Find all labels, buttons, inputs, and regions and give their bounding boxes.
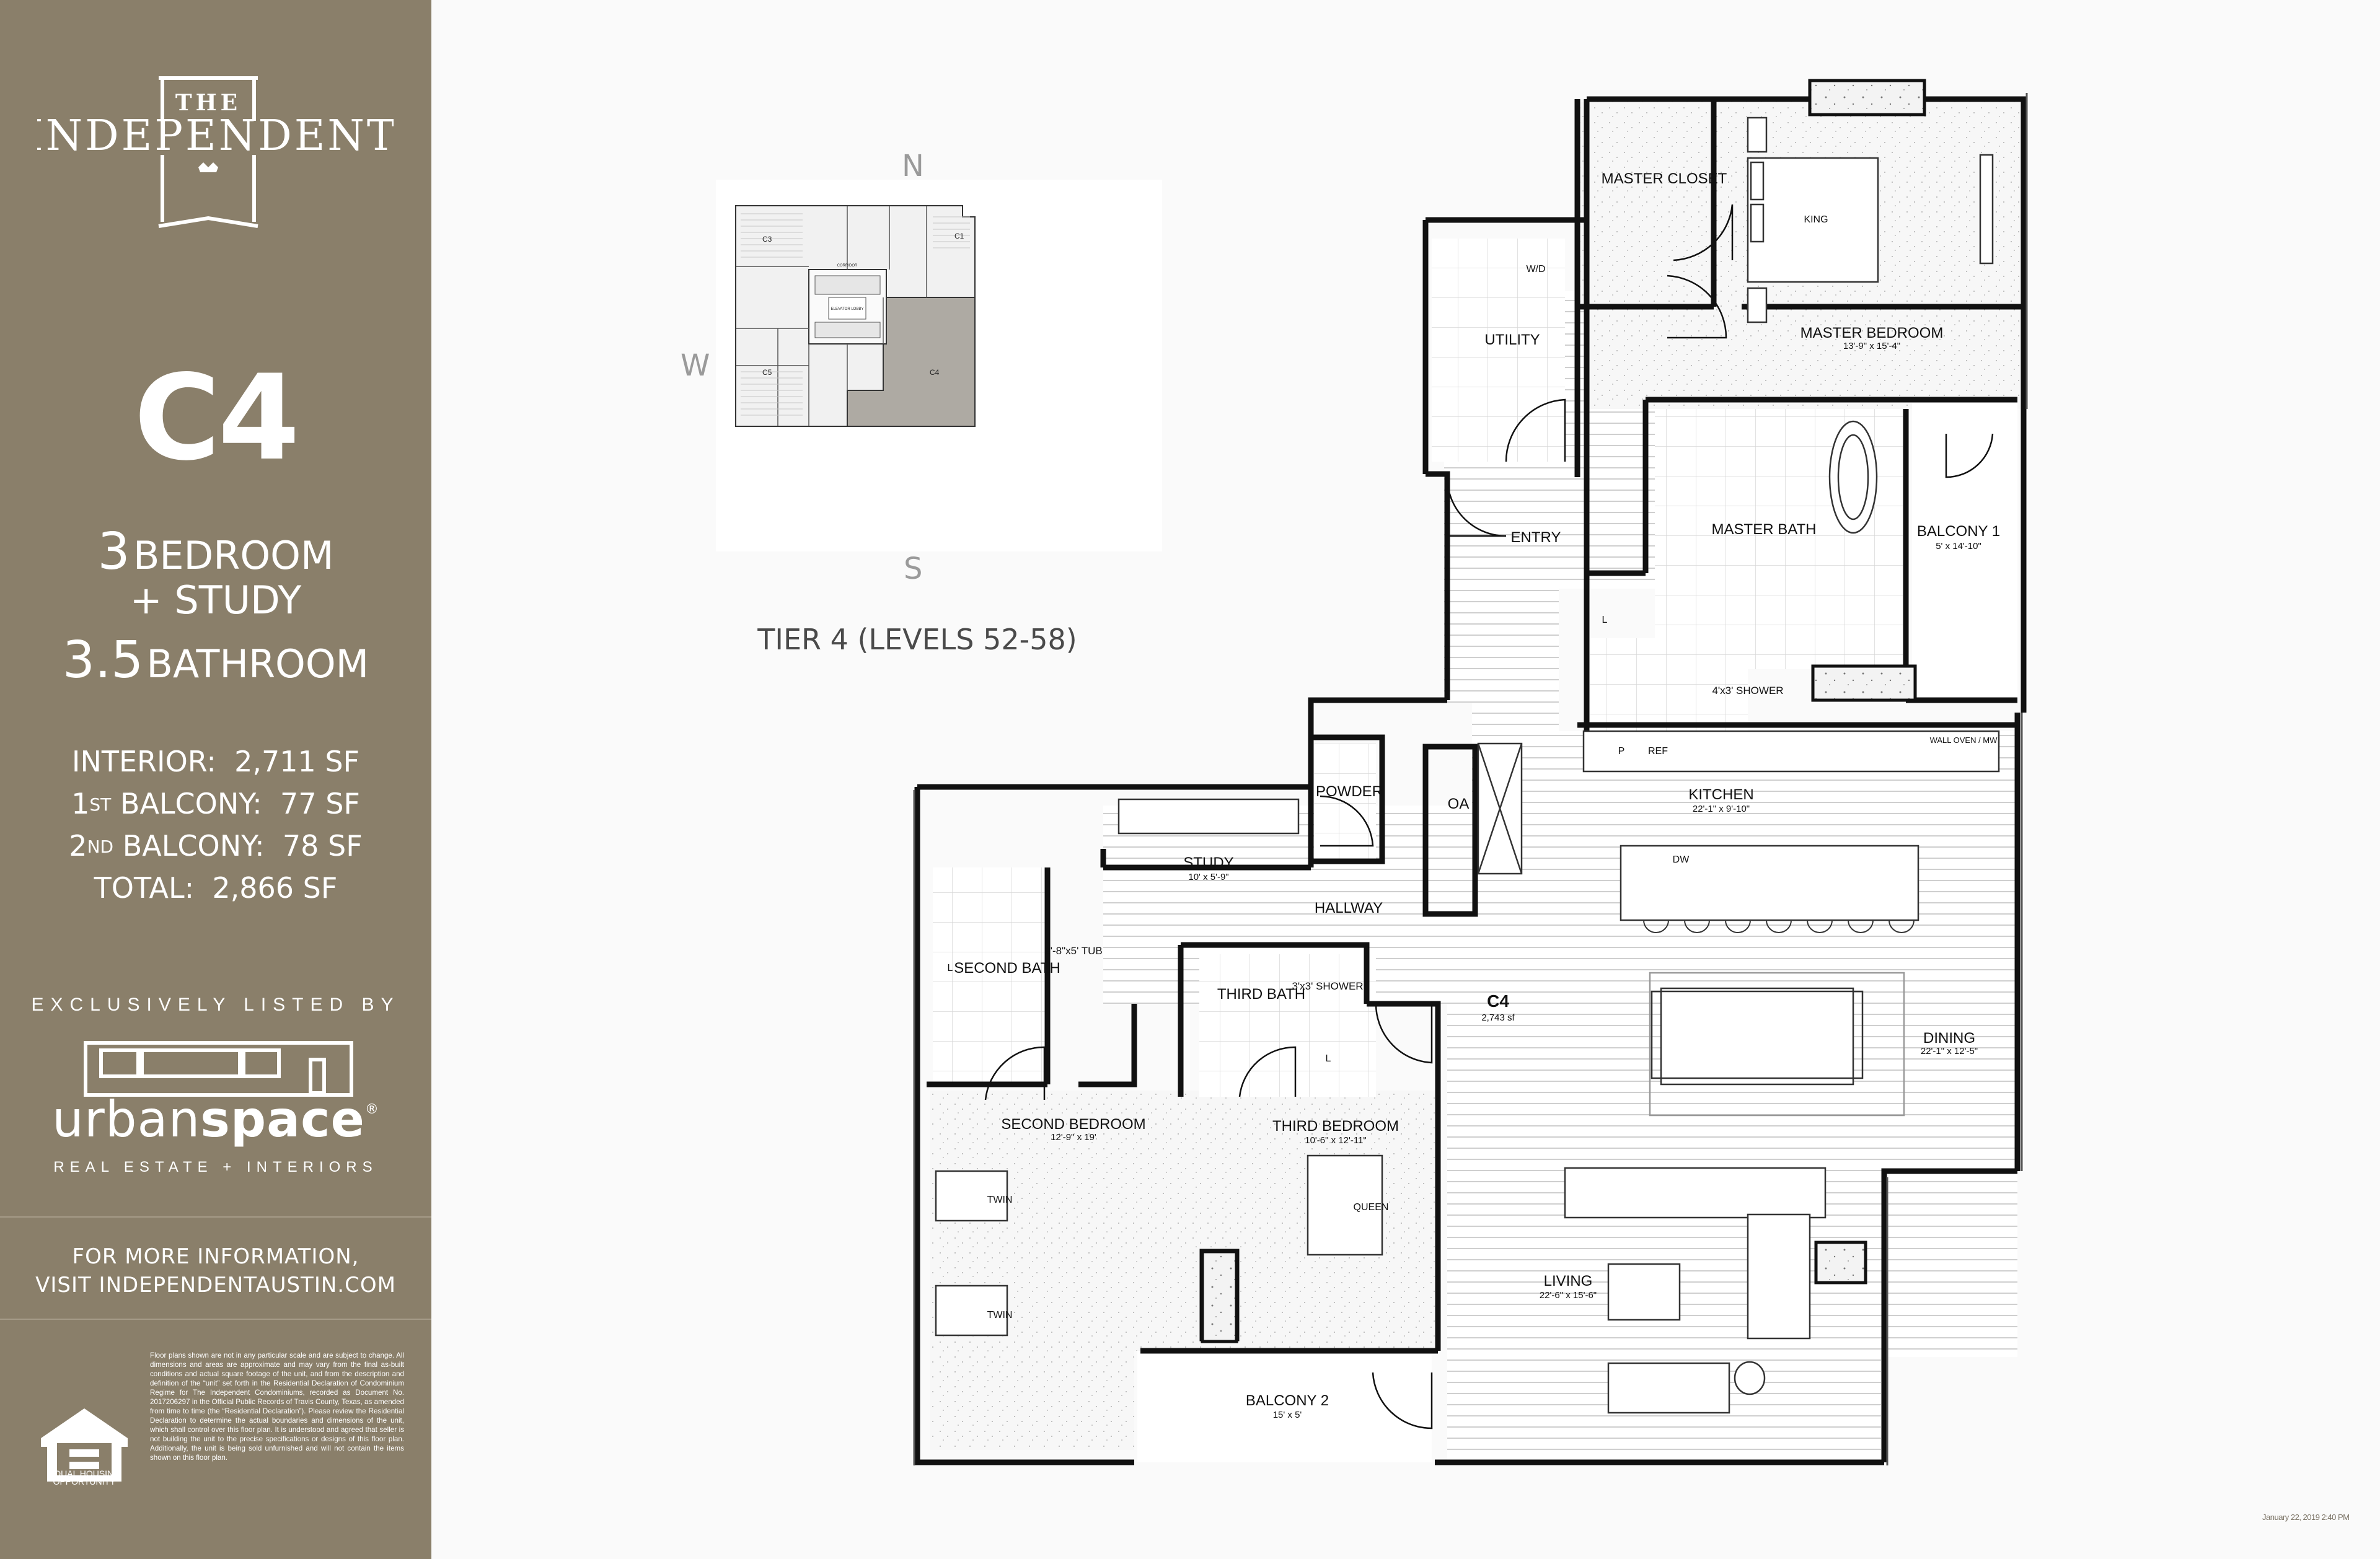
- label-master-bath: MASTER BATH: [1712, 521, 1817, 538]
- label-linen-master: L: [1602, 615, 1608, 625]
- label-hallway: HALLWAY: [1315, 900, 1383, 916]
- divider: [0, 1319, 431, 1320]
- door-swings: [984, 204, 1994, 1429]
- label-living: LIVING: [1544, 1273, 1593, 1289]
- divider: [0, 1216, 431, 1218]
- urbanspace-tagline: REAL ESTATE + INTERIORS: [53, 1159, 378, 1175]
- bedroom-count: 3 BEDROOM: [97, 522, 334, 581]
- label-unit: C4: [1487, 991, 1509, 1011]
- unit-code: C4: [134, 349, 300, 486]
- compass-west: W: [681, 348, 710, 383]
- exterior-glazing: [913, 93, 2028, 1465]
- svg-text:CORRIDOR: CORRIDOR: [837, 264, 858, 268]
- label-oa: OA: [1448, 796, 1470, 812]
- svg-text:INDEPENDENT: INDEPENDENT: [37, 112, 394, 160]
- banner-crown-icon: THE INDEPENDENT: [27, 76, 395, 228]
- label-utility: UTILITY: [1484, 332, 1540, 348]
- label-third-bath: THIRD BATH: [1217, 986, 1305, 1003]
- area-summary: INTERIOR: 2,711 SF 1ST BALCONY: 77 SF 2N…: [0, 740, 431, 909]
- svg-text:5' x 14'-10": 5' x 14'-10": [1936, 541, 1981, 551]
- the-independent-logo: THE INDEPENDENT: [27, 37, 395, 248]
- key-plan-c4-highlight: [847, 297, 976, 427]
- label-dining: DINING: [1923, 1030, 1975, 1047]
- urbanspace-logo-icon: [84, 1041, 353, 1097]
- bathroom-count: 3.5 BATHROOM: [62, 631, 369, 690]
- tier-label: TIER 4 (LEVELS 52-58): [757, 623, 1077, 656]
- svg-text:10' x 5'-9": 10' x 5'-9": [1188, 872, 1228, 882]
- label-tub: 2'-8"x5' TUB: [1044, 945, 1102, 957]
- label-study: STUDY: [1183, 854, 1233, 871]
- label-entry: ENTRY: [1511, 529, 1561, 546]
- interior-area: INTERIOR: 2,711 SF: [71, 745, 360, 778]
- label-wall-oven: WALL OVEN / MW: [1930, 736, 1998, 745]
- label-unit-area: 2,743 sf: [1481, 1012, 1515, 1023]
- label-master-shower: 4'x3' SHOWER: [1712, 685, 1783, 696]
- svg-text:C5: C5: [762, 368, 772, 377]
- furniture: [935, 116, 2000, 1414]
- label-king-bed: KING: [1804, 214, 1828, 225]
- fixture-labels: KING QUEEN TWIN TWIN W/D P REF WALL OVEN…: [948, 214, 1998, 1320]
- sidebar: THE INDEPENDENT C4 3 BEDROOM + STUDY 3.5…: [0, 0, 431, 1559]
- timestamp: January 22, 2019 2:40 PM: [2262, 1513, 2350, 1522]
- label-linen-second: L: [948, 963, 953, 973]
- svg-text:12'-9" x 19': 12'-9" x 19': [1051, 1132, 1096, 1143]
- label-linen-third: L: [1326, 1053, 1331, 1064]
- equal-housing-icon: [41, 1408, 128, 1482]
- svg-text:10'-6" x 12'-11": 10'-6" x 12'-11": [1305, 1135, 1367, 1146]
- label-master-closet: MASTER CLOSET: [1602, 170, 1727, 187]
- svg-text:22'-6" x 15'-6": 22'-6" x 15'-6": [1540, 1290, 1597, 1301]
- structural-columns: [1201, 79, 1926, 1343]
- key-plan: C3 C1 C5 C4 CORRIDOR ELEVATOR LOBBY: [716, 180, 1162, 551]
- svg-text:ELEVATOR LOBBY: ELEVATOR LOBBY: [831, 307, 864, 311]
- svg-text:22'-1" x 12'-5": 22'-1" x 12'-5": [1921, 1046, 1978, 1056]
- label-twin-bed-2: TWIN: [987, 1310, 1013, 1320]
- equal-housing-label: EQUAL HOUSING OPPORTUNITY: [48, 1469, 121, 1487]
- label-pantry: P: [1618, 746, 1625, 757]
- svg-text:13'-9" x 15'-4": 13'-9" x 15'-4": [1843, 341, 1900, 351]
- website-link[interactable]: VISIT INDEPENDENTAUSTIN.COM: [35, 1273, 396, 1298]
- stools: [1643, 920, 1915, 933]
- balcony1-area: 1ST BALCONY: 77 SF: [71, 787, 360, 820]
- label-master-bedroom: MASTER BEDROOM: [1800, 325, 1944, 341]
- label-balcony-2: BALCONY 2: [1246, 1392, 1329, 1409]
- label-twin-bed-1: TWIN: [987, 1195, 1013, 1205]
- balcony2-area: 2ND BALCONY: 78 SF: [69, 829, 363, 863]
- label-powder: POWDER: [1316, 783, 1383, 800]
- more-info: FOR MORE INFORMATION, VISIT INDEPENDENTA…: [0, 1242, 431, 1299]
- label-third-bedroom: THIRD BEDROOM: [1272, 1118, 1399, 1135]
- svg-text:15' x 5': 15' x 5': [1273, 1410, 1302, 1420]
- urbanspace-wordmark: urbanspace®: [52, 1091, 379, 1148]
- label-refrigerator: REF: [1648, 746, 1668, 757]
- walls: [914, 96, 2027, 1465]
- exclusively-listed-by: EXCLUSIVELY LISTED BY: [31, 995, 400, 1015]
- label-balcony-1: BALCONY 1: [1917, 523, 2000, 540]
- label-queen-bed: QUEEN: [1354, 1202, 1389, 1213]
- label-kitchen: KITCHEN: [1688, 786, 1753, 803]
- label-third-shower: 3'x3' SHOWER: [1292, 980, 1363, 992]
- plus-study: + STUDY: [130, 577, 302, 623]
- svg-text:C3: C3: [762, 235, 772, 244]
- label-dishwasher: DW: [1673, 854, 1690, 865]
- compass-north: N: [902, 149, 924, 183]
- room-labels: MASTER CLOSET MASTER BEDROOM 13'-9" x 15…: [954, 170, 2000, 1420]
- label-washer-dryer: W/D: [1526, 264, 1545, 274]
- disclaimer: Floor plans shown are not in any particu…: [150, 1351, 404, 1462]
- compass-south: S: [904, 551, 923, 586]
- label-second-bedroom: SECOND BEDROOM: [1001, 1116, 1145, 1133]
- total-area: TOTAL: 2,866 SF: [94, 871, 338, 905]
- svg-text:22'-1" x 9'-10": 22'-1" x 9'-10": [1693, 804, 1750, 814]
- svg-text:C1: C1: [954, 232, 964, 240]
- label-second-bath: SECOND BATH: [954, 960, 1060, 977]
- svg-text:C4: C4: [930, 368, 940, 377]
- svg-text:THE: THE: [175, 90, 241, 116]
